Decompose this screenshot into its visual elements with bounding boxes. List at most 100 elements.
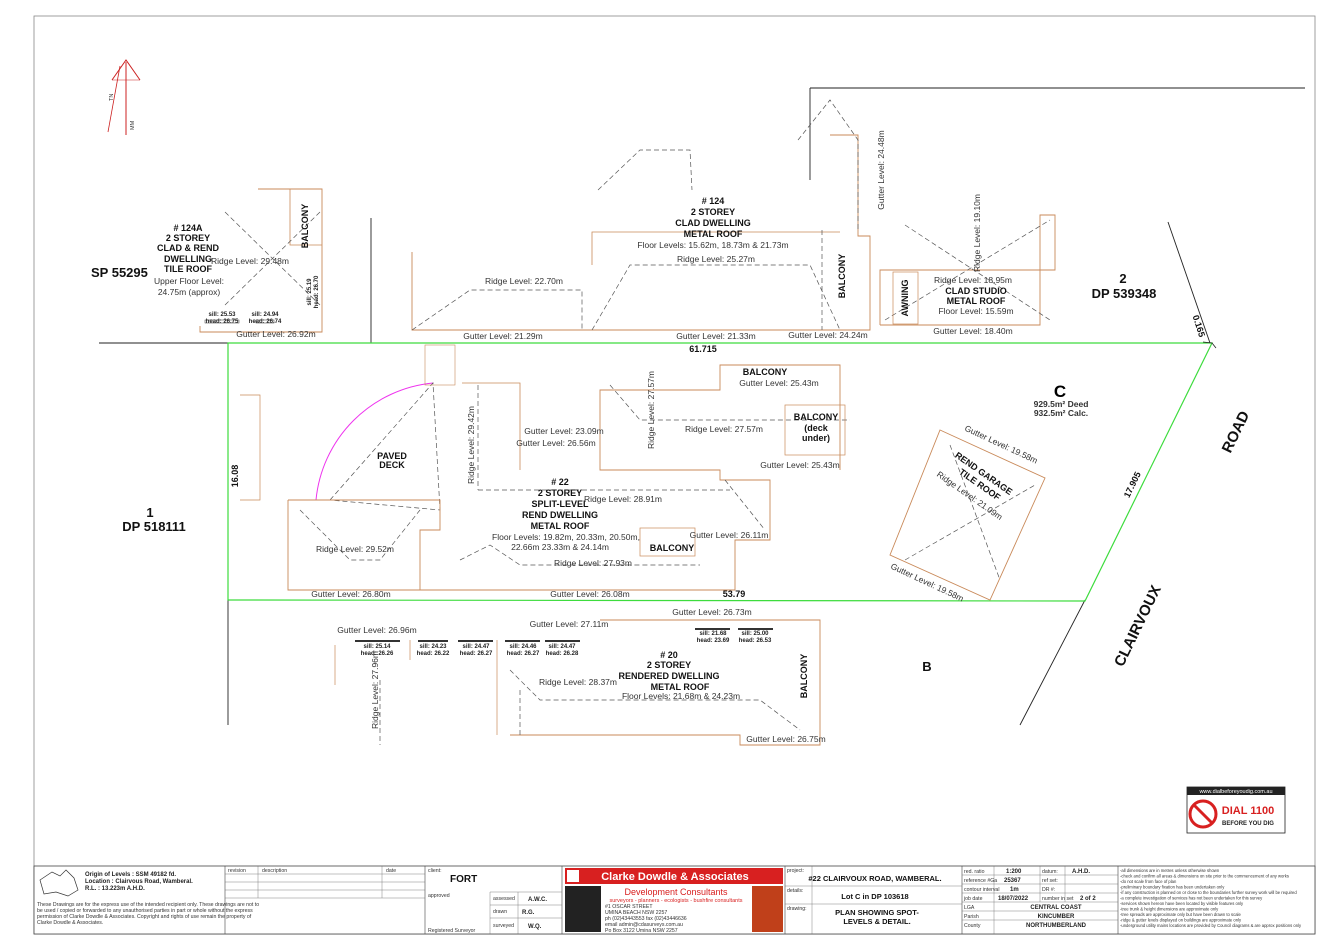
b22-gutter-d: Gutter Level: 26.11m [690, 530, 769, 540]
title-block: Origin of Levels : SSM 49182 fd. Locatio… [33, 865, 1316, 935]
b22-line2: 2 STOREY [538, 488, 582, 498]
dim-top: 61.715 [689, 344, 717, 354]
drawing-title2: LEVELS & DETAIL. [843, 917, 910, 926]
studio-gutter: Gutter Level: 18.40m [933, 326, 1012, 336]
b22-gutter-e: Gutter Level: 26.80m [311, 589, 390, 599]
company-logo-icon [567, 870, 579, 882]
b22-gutter-c: Gutter Level: 25.43m [760, 460, 839, 470]
b22-deck2: under) [802, 433, 830, 443]
b20-title: # 20 [660, 650, 678, 660]
b20-sill5: sill: 24.47 [548, 644, 576, 650]
b124-gutter1: Gutter Level: 21.29m [463, 331, 542, 341]
company-name: Clarke Dowdle & Associates [601, 871, 749, 883]
studio-ridge: Ridge Level: 18.95m [934, 275, 1012, 285]
note-8: -tree trunk & height dimensions are appr… [1120, 907, 1219, 912]
b20-head-b: head: 26.53 [739, 638, 772, 644]
b124a-sill-right: sill: 25.19 [307, 278, 313, 306]
surveyed-value: W.Q. [528, 924, 542, 930]
approved-label: approved [428, 893, 450, 899]
b22-balcony-top: BALCONY [743, 367, 788, 377]
drawn-header: drawn [493, 909, 507, 915]
drawing-header: drawing: [787, 906, 807, 912]
b22-floors1: Floor Levels: 19.82m, 20.33m, 20.50m, [492, 532, 640, 542]
b22-balcony-low: BALCONY [650, 543, 695, 553]
b20-balcony: BALCONY [799, 654, 809, 699]
disclaimer-line2: be used / copied or forwarded to any una… [37, 908, 253, 914]
b20-sill2: sill: 24.23 [419, 644, 447, 650]
b124a-head1: head: 26.75 [206, 319, 239, 325]
refset-header: ref set: [1042, 878, 1058, 884]
details-header: details: [787, 888, 803, 894]
surveyor-photo-icon [565, 886, 601, 932]
b124-line4: METAL ROOF [684, 229, 743, 239]
red-ratio-value: 1:200 [1006, 869, 1022, 875]
b20-ridge: Ridge Level: 28.37m [539, 677, 617, 687]
lot-2-dp: DP 539348 [1092, 286, 1157, 301]
note-10: -ridge & gutter levels displayed on buil… [1120, 918, 1242, 923]
contour-value: 1m [1010, 887, 1019, 893]
b124a-line4: DWELLING [164, 254, 212, 264]
company-po-box: Po Box 3122 Umina NSW 2257 [605, 928, 678, 934]
datum-value: A.H.D. [1072, 869, 1090, 875]
b124a-balcony: BALCONY [300, 204, 310, 249]
lot-c-area-deed: 929.5m² Deed [1034, 399, 1089, 409]
lot-c-area-calc: 932.5m² Calc. [1034, 408, 1088, 418]
sheet-border [33, 15, 1316, 935]
b124-line3: CLAD DWELLING [675, 218, 751, 228]
building-124 [411, 99, 871, 331]
dial-url: www.dialbeforeyoudig.com.au [1198, 789, 1272, 795]
lga-header: LGA [964, 905, 975, 911]
b22-ridge-left: Ridge Level: 29.52m [316, 544, 394, 554]
building-studio [879, 214, 1056, 326]
origin-line2: Location : Clairvous Road, Wamberal. [85, 879, 193, 885]
b124a-ridge: Ridge Level: 29.48m [211, 256, 289, 266]
disclaimer-line3: permission of Clarke Dowdle & Associates… [37, 914, 252, 920]
b124-gutter3: Gutter Level: 24.24m [788, 330, 867, 340]
note-2: -check and confirm all areas & dimension… [1120, 874, 1289, 879]
b124a-sill1: sill: 25.53 [208, 312, 236, 318]
company-email: email admin@cdasurveys.com.au [605, 922, 683, 928]
b22-deck1: (deck [804, 423, 829, 433]
b124a-line2: 2 STOREY [166, 233, 210, 243]
bushfire-photo-icon [752, 886, 783, 932]
studio-floor: Floor Level: 15.59m [938, 306, 1013, 316]
b22-floors2: 22.66m 23.33m & 24.14m [511, 542, 609, 552]
project-header: project: [787, 868, 804, 874]
studio-line2: METAL ROOF [947, 296, 1006, 306]
lot-c-boundary [227, 342, 1213, 602]
b22-line4: REND DWELLING [522, 510, 598, 520]
lga-value: CENTRAL COAST [1030, 905, 1082, 911]
dr-header: DR #: [1042, 887, 1055, 893]
b124a-sill2: sill: 24.94 [251, 312, 279, 318]
disclaimer-line4: Clarke Dowdle & Associates. [37, 920, 103, 926]
drawing-title1: PLAN SHOWING SPOT- [835, 908, 919, 917]
australia-map-icon [39, 869, 79, 897]
b124-line2: 2 STOREY [691, 207, 735, 217]
b22-ridge-vert2: Ridge Level: 27.57m [646, 371, 656, 449]
date-header: date [386, 868, 396, 874]
origin-line1: Origin of Levels : SSM 49182 fd. [85, 872, 176, 878]
note-4: -preliminary boundary fixation has been … [1120, 885, 1225, 890]
b20-line2: 2 STOREY [647, 660, 691, 670]
parish-value: KINCUMBER [1038, 914, 1075, 920]
b22-title: # 22 [551, 477, 569, 487]
b20-sill-a: sill: 21.68 [699, 631, 727, 637]
assessed-value: A.W.C. [528, 897, 547, 903]
survey-notes: -all dimensions are in metres unless oth… [1120, 868, 1302, 928]
dial-title: DIAL 1100 [1222, 805, 1274, 817]
b124-title: # 124 [702, 196, 725, 206]
client-name: FORT [450, 874, 477, 885]
b20-head1: head: 26.26 [361, 651, 394, 657]
b20-gutter-low: Gutter Level: 26.75m [746, 734, 825, 744]
reference-value: 25367 [1004, 878, 1021, 884]
description-header: description [262, 868, 287, 874]
project-name: #22 CLAIRVOUX ROAD, WAMBERAL. [808, 874, 941, 883]
b20-line4: METAL ROOF [651, 682, 710, 692]
road-label: ROAD [1219, 408, 1254, 455]
b22-gutter-top: Gutter Level: 25.43m [739, 378, 818, 388]
b124a-line3: CLAD & REND [157, 243, 219, 253]
north-arrow-icon: TN MM [107, 59, 141, 135]
details-value: Lot C in DP 103618 [841, 892, 908, 901]
company-phone: ph (02)43443553 fax (02)43446636 [605, 916, 687, 922]
b20-head3: head: 26.27 [460, 651, 493, 657]
